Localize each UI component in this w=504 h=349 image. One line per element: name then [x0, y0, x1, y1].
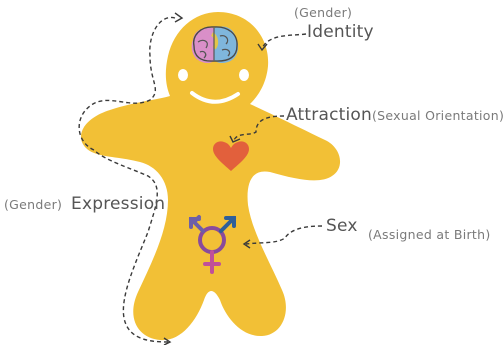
brain-icon: [192, 26, 238, 63]
sex-note-label: (Assigned at Birth): [368, 229, 491, 242]
right-eye: [239, 69, 249, 81]
expression-outline-arrowhead-top: [175, 13, 182, 22]
identity-prefix-label: (Gender): [294, 7, 352, 20]
expression-label: Expression: [71, 196, 165, 213]
left-eye: [178, 69, 188, 81]
attraction-note-label: (Sexual Orientation): [372, 110, 504, 123]
attraction-label: Attraction: [286, 107, 372, 124]
expression-prefix-label: (Gender): [4, 199, 62, 212]
sex-label: Sex: [326, 218, 358, 235]
identity-label: Identity: [307, 24, 374, 41]
identity-arrow: [262, 34, 306, 48]
